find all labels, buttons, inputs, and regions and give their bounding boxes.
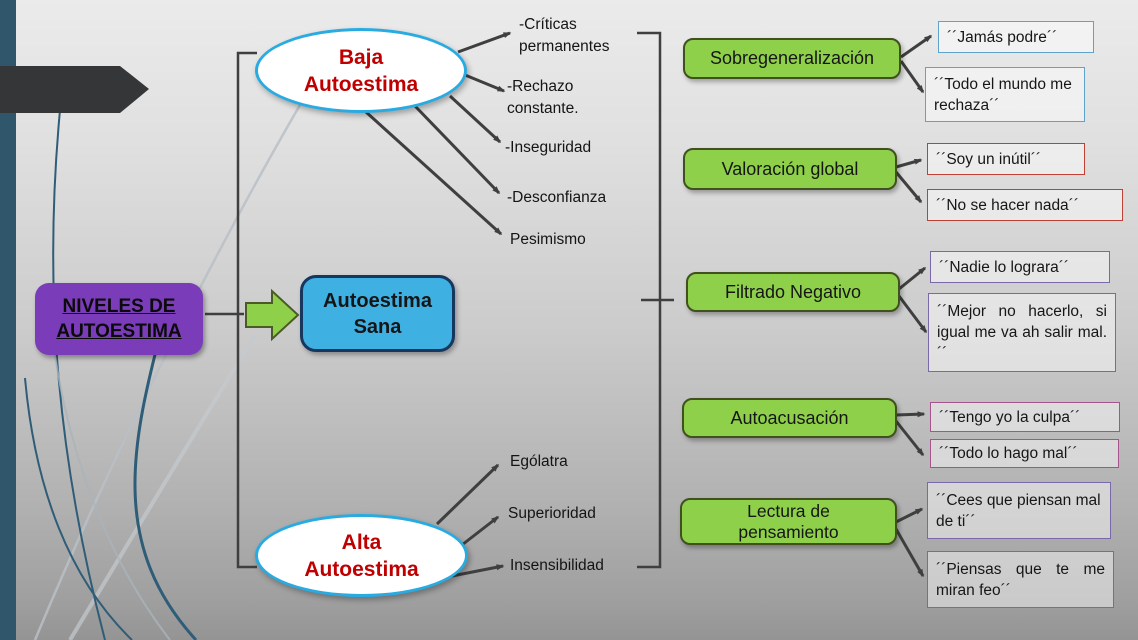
node-autoestima-sana: Autoestima Sana xyxy=(300,275,455,352)
trait-inseguridad: -Inseguridad xyxy=(505,139,592,156)
trait-pesimismo: Pesimismo xyxy=(510,231,586,248)
quote-no-se-hacer-nada: ´´No se hacer nada´´ xyxy=(927,189,1123,221)
arrow-baja-pesimismo xyxy=(364,110,503,236)
trait-superioridad: Superioridad xyxy=(508,505,596,522)
node-baja-autoestima-label: Baja Autoestima xyxy=(303,45,419,96)
right-bracket xyxy=(637,31,662,569)
distortion-sobregeneralizacion-label: Sobregeneralización xyxy=(709,48,875,68)
distortion-filtrado-negativo: Filtrado Negativo xyxy=(686,272,900,312)
distortion-lectura-de-pensamiento-label: Lectura de pensamiento xyxy=(738,500,839,542)
distortion-lectura-de-pensamiento: Lectura de pensamiento xyxy=(680,498,897,545)
root-node-label: NIVELES DE AUTOESTIMA xyxy=(56,296,182,342)
quote-cees-que-piensan: ´´Cees que piensan mal de ti´´ xyxy=(927,482,1111,539)
arrow-sobregen-q2 xyxy=(899,60,925,94)
left-bracket xyxy=(236,51,257,569)
arrow-valoracion-q1 xyxy=(895,158,923,169)
distortion-sobregeneralizacion: Sobregeneralización xyxy=(683,38,901,79)
flow-arrow xyxy=(245,288,300,342)
arrow-baja-criticas xyxy=(457,31,512,54)
arrow-baja-rechazo xyxy=(464,73,506,93)
arrow-baja-desconfianza xyxy=(413,104,501,195)
distortion-valoracion-global-label: Valoración global xyxy=(721,158,859,179)
node-alta-autoestima: Alta Autoestima xyxy=(255,514,468,597)
quote-piensas-que-te-miran-text: ´´Piensas que te me miran feo´´ xyxy=(936,560,1105,599)
quote-soy-un-inutil: ´´Soy un inútil´´ xyxy=(927,143,1085,175)
distortion-autoacusacion: Autoacusación xyxy=(682,398,897,438)
node-alta-autoestima-label: Alta Autoestima xyxy=(304,530,419,581)
distortion-autoacusacion-label: Autoacusación xyxy=(730,407,849,428)
node-baja-autoestima: Baja Autoestima xyxy=(255,28,467,113)
trait-egolatra: Ególatra xyxy=(510,453,568,470)
trait-insensibilidad: Insensibilidad xyxy=(510,557,604,574)
distortion-filtrado-negativo-label: Filtrado Negativo xyxy=(724,281,862,302)
quote-piensas-que-te-miran: ´´Piensas que te me miran feo´´ xyxy=(927,551,1114,608)
banner-arrow-shape xyxy=(0,66,149,113)
arrow-filtrado-q1 xyxy=(898,266,927,291)
arrow-sobregen-q1 xyxy=(900,34,933,59)
arrow-lectura-q2 xyxy=(894,528,925,578)
arrow-filtrado-q2 xyxy=(897,295,928,334)
quote-todo-el-mundo: ´´Todo el mundo me rechaza´´ xyxy=(925,67,1085,122)
arrow-lectura-q1 xyxy=(895,507,924,524)
left-accent-bar xyxy=(0,0,16,640)
node-autoestima-sana-label: Autoestima Sana xyxy=(323,289,432,338)
quote-nadie-lo-lograra: ´´Nadie lo lograra´´ xyxy=(930,251,1110,283)
quote-mejor-no-hacerlo: ´´Mejor no hacerlo, si igual me va ah sa… xyxy=(928,293,1116,372)
quote-jamas-podre: ´´Jamás podre´´ xyxy=(938,21,1094,53)
distortion-valoracion-global: Valoración global xyxy=(683,148,897,190)
arrow-alta-egolatra xyxy=(435,463,500,526)
quote-mejor-no-hacerlo-text: ´´Mejor no hacerlo, si igual me va ah sa… xyxy=(937,303,1107,362)
trait-desconfianza: -Desconfianza xyxy=(507,189,607,206)
trait-criticas-permanentes: -Críticas permanentes xyxy=(519,16,610,55)
arrow-autoacusacion-q1 xyxy=(895,411,926,418)
arrow-baja-inseguridad xyxy=(448,94,502,144)
quote-tengo-yo-la-culpa: ´´Tengo yo la culpa´´ xyxy=(930,402,1120,432)
arrow-autoacusacion-q2 xyxy=(894,420,925,457)
quote-todo-lo-hago-mal: ´´Todo lo hago mal´´ xyxy=(930,439,1119,468)
root-node-niveles-de-autoestima: NIVELES DE AUTOESTIMA xyxy=(35,283,203,355)
arrow-valoracion-q2 xyxy=(894,171,923,204)
trait-rechazo-constante: -Rechazo constante. xyxy=(507,78,579,117)
